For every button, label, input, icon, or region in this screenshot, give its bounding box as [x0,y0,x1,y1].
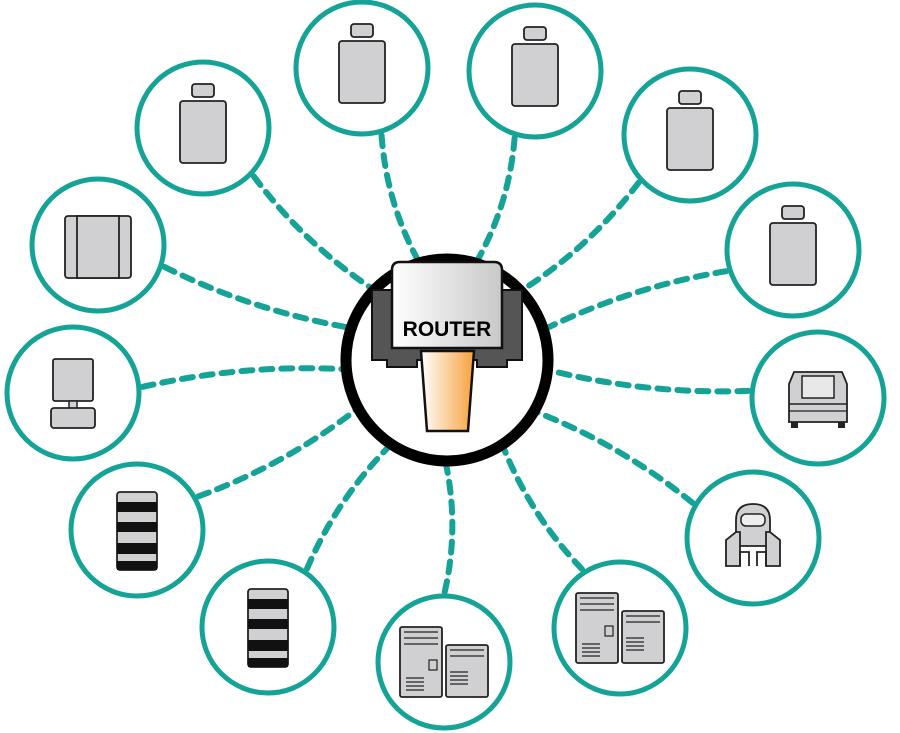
device-ring [551,559,689,697]
autosampler-icon [788,371,848,428]
link-bottle-device-5 [543,268,730,332]
link-bottle-device-1 [378,132,421,264]
link-cabinet-device [161,263,352,331]
bottle-device-3 [134,59,272,197]
link-autosampler-device [547,367,752,395]
striped-column-device-1 [199,558,337,696]
autosampler-device [749,329,887,467]
link-stacked-module-device-1 [500,444,586,573]
bottle-device-1 [293,0,431,137]
stacked-module-device-2 [375,593,513,731]
bottle-device-2 [466,2,604,140]
striped-column-icon [116,491,158,571]
bottle-icon [769,205,817,286]
link-bottle-device-2 [474,134,518,264]
link-bottle-device-3 [250,173,375,292]
monitor-icon [50,358,96,429]
bottle-icon [179,83,227,164]
stacked-module-icon [575,592,665,664]
router-label: ROUTER [403,318,492,341]
bottle-icon [338,23,386,104]
device-ring [375,593,513,731]
bottle-device-4 [621,66,759,204]
dome-device [684,469,822,607]
bottle-device-5 [724,181,862,319]
bottle-icon [511,26,559,107]
stacked-module-device-1 [551,559,689,697]
link-striped-column-device-2 [195,407,359,500]
stacked-module-icon [399,626,489,698]
router-hub: ROUTER [340,253,554,467]
device-nodes [4,0,887,731]
bottle-icon [666,90,714,171]
striped-column-device-2 [68,461,206,599]
link-striped-column-device-1 [303,443,393,572]
striped-column-icon [247,588,289,668]
connection-links [139,132,752,596]
link-monitor-device [139,365,347,390]
link-dome-device [533,409,696,506]
link-stacked-module-device-2 [441,460,456,596]
monitor-device [4,324,142,462]
cabinet-device [29,176,167,314]
link-bottle-device-4 [520,179,642,293]
router-icon [371,260,523,433]
dome-icon [725,503,781,567]
cabinet-icon [64,215,132,279]
